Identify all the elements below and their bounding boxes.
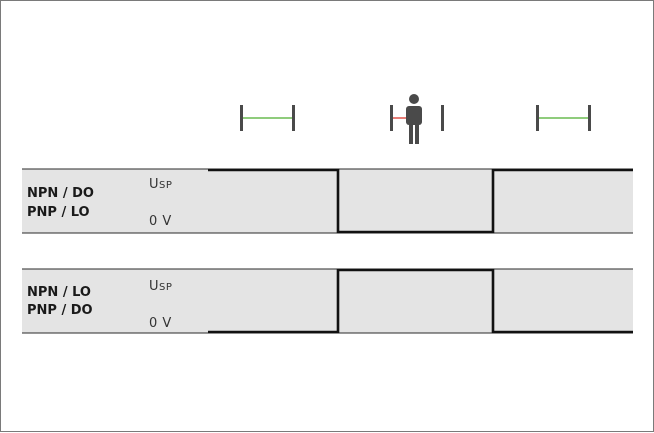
row-1-label-line-1: NPN / DO [27, 186, 94, 201]
signal-row-2: NPN / LO PNP / DO USP 0 V [22, 268, 633, 334]
person-icon [406, 94, 422, 144]
light-barrier-clear-icon-left [240, 105, 295, 131]
light-barrier-interrupted-icon [390, 94, 444, 144]
row-2-label-line-1: NPN / LO [27, 285, 91, 300]
row-2-low-level-label: 0 V [149, 316, 172, 331]
row-1-label-line-2: PNP / LO [27, 205, 90, 220]
signal-row-1: NPN / DO PNP / LO USP 0 V [22, 168, 633, 234]
row-2-signal-trace [208, 268, 633, 334]
row-1-signal-trace [208, 168, 633, 234]
row-2-high-level-label: USP [149, 279, 172, 294]
row-2-label-line-2: PNP / DO [27, 303, 93, 318]
row-1-high-level-label: USP [149, 177, 172, 192]
light-barrier-clear-icon-right [536, 105, 591, 131]
row-1-low-level-label: 0 V [149, 214, 172, 229]
